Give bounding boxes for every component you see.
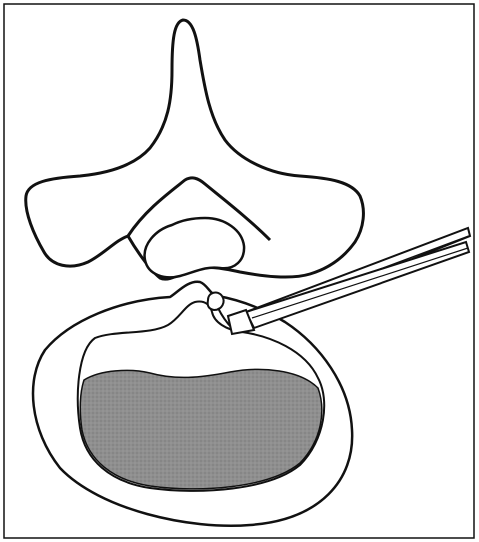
herniation-fragment	[208, 293, 224, 310]
nucleus-pulposus-shaded	[80, 369, 322, 488]
